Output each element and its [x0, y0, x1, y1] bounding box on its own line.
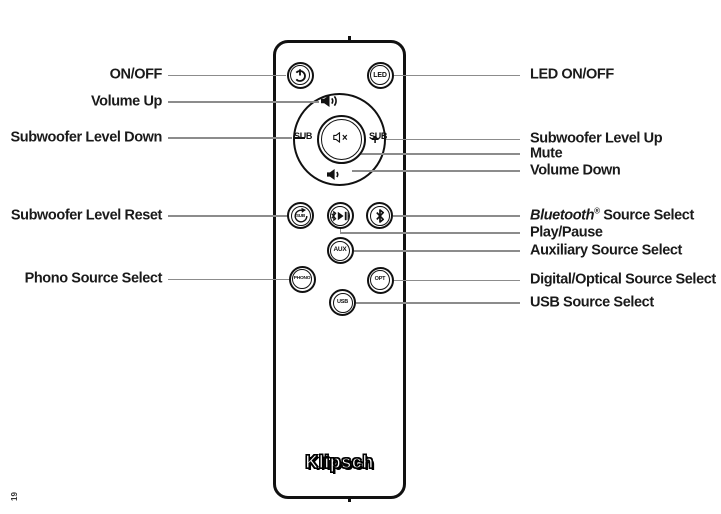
aux-label: AUX	[333, 246, 347, 254]
callout-label-volume-up: Volume Up	[90, 92, 162, 109]
callout-label-volume-down: Volume Down	[530, 161, 621, 178]
callout-line-sub-up	[385, 138, 520, 140]
callout-line-sub-reset	[168, 215, 288, 217]
callout-line-sub-down	[168, 137, 292, 139]
led-button-inner: LED	[370, 65, 390, 85]
sub-up-plus: +	[371, 131, 380, 147]
phono-button: PHONO	[288, 265, 316, 293]
sub-level-down-label: SUB	[294, 126, 312, 144]
callout-line-usb	[355, 302, 520, 304]
callout-label-aux: Auxiliary Source Select	[530, 241, 682, 258]
callout-label-mute: Mute	[530, 145, 563, 162]
led-button-label: LED	[373, 71, 387, 79]
callout-label-usb: USB Source Select	[530, 293, 654, 310]
sub-down-text: SUB	[294, 131, 313, 141]
aux-inner: AUX	[330, 240, 350, 261]
callout-label-phono: Phono Source Select	[24, 270, 163, 287]
bluetooth-play-pause-icon	[331, 210, 349, 222]
callout-line-on-off	[168, 74, 286, 76]
bluetooth-button	[366, 202, 393, 229]
sub-down-minus-bar	[294, 137, 305, 139]
callout-line-phono	[168, 278, 289, 280]
opt-inner: OPT	[370, 270, 390, 290]
callout-label-sub-up: Subwoofer Level Up	[530, 130, 663, 147]
callout-label-opt: Digital/Optical Source Select	[530, 271, 716, 288]
callout-line-play-pause	[339, 232, 520, 234]
callout-label-led: LED ON/OFF	[530, 66, 614, 83]
phono-inner: PHONO	[292, 269, 312, 289]
play-pause-inner	[330, 205, 350, 226]
callout-line-aux	[353, 250, 520, 252]
mute-button-inner	[320, 119, 362, 160]
phono-label: PHONO	[293, 275, 311, 281]
usb-label: USB	[336, 298, 348, 305]
aux-button: AUX	[326, 237, 354, 264]
power-icon	[293, 68, 307, 82]
bluetooth-word: Bluetooth	[530, 206, 595, 223]
callout-label-on-off: ON/OFF	[109, 66, 163, 83]
callout-label-sub-down: Subwoofer Level Down	[10, 128, 162, 145]
remote-bottom-notch	[348, 498, 351, 502]
callout-line-bluetooth	[392, 215, 520, 217]
callout-line-led	[393, 74, 520, 76]
bluetooth-icon	[375, 208, 385, 223]
sub-level-up-label: SUB	[369, 126, 387, 144]
callout-line-volume-down	[351, 170, 520, 172]
callout-line-opt	[393, 279, 520, 281]
mute-button	[316, 115, 366, 164]
callout-label-play-pause: Play/Pause	[530, 223, 603, 240]
callout-label-sub-reset: Subwoofer Level Reset	[10, 206, 163, 223]
klipsch-logo: Klipsch	[305, 451, 374, 472]
page-number: 19	[10, 492, 19, 501]
sub-up-text: SUB	[369, 131, 388, 141]
sub-reset-label: SUB	[295, 212, 306, 218]
remote-top-notch	[348, 36, 351, 40]
power-button-inner	[290, 65, 310, 85]
bluetooth-rest: Source Select	[599, 206, 694, 223]
mute-icon	[332, 131, 350, 143]
bluetooth-inner	[369, 205, 390, 226]
reset-arrow-icon	[292, 207, 310, 225]
opt-label: OPT	[374, 276, 386, 283]
volume-up-icon	[321, 95, 339, 107]
callout-line-mute	[337, 153, 520, 155]
play-pause-button	[326, 202, 354, 229]
opt-button: OPT	[366, 266, 394, 294]
callout-label-bluetooth: Bluetooth® Source Select	[530, 207, 694, 223]
led-button: LED	[366, 61, 394, 89]
sub-level-reset-button: SUB	[287, 202, 314, 229]
power-button	[286, 61, 314, 89]
callout-elbow-play-pause	[339, 228, 341, 233]
usb-button: USB	[329, 289, 356, 316]
sub-reset-inner: SUB	[290, 205, 311, 226]
volume-down-icon	[326, 168, 340, 180]
usb-inner: USB	[332, 292, 353, 313]
callout-line-volume-up	[168, 101, 319, 103]
registered-mark: ®	[594, 206, 600, 216]
